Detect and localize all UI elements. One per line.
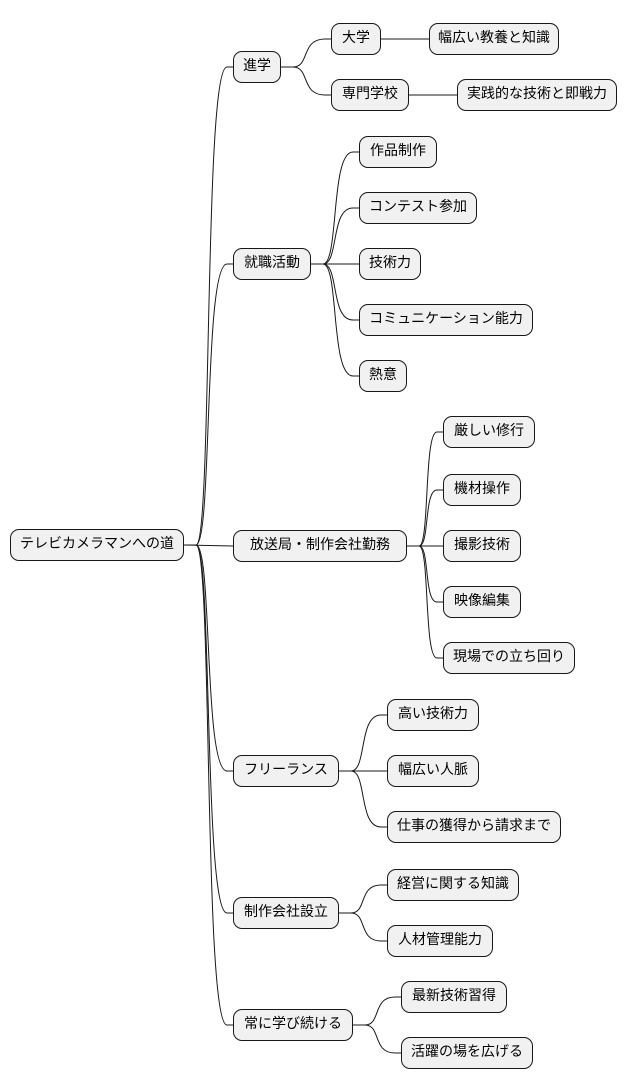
edge-manabi-manabi-2 bbox=[353, 1024, 401, 1054]
edge-hoso-hoso-5 bbox=[407, 545, 443, 659]
edge-shingaku-senmon bbox=[281, 66, 331, 96]
node-hoso-3: 撮影技術 bbox=[443, 530, 521, 562]
node-seisaku-2: 人材管理能力 bbox=[387, 925, 493, 957]
edge-free-free-3 bbox=[339, 770, 387, 828]
node-hoso-1: 厳しい修行 bbox=[443, 416, 535, 448]
edge-manabi-manabi-1 bbox=[353, 996, 401, 1026]
node-seisaku-1: 経営に関する知識 bbox=[387, 869, 519, 901]
edge-root-free bbox=[184, 544, 233, 772]
node-manabi-2: 活躍の場を広げる bbox=[401, 1037, 533, 1069]
edge-shushoku-shushoku-5 bbox=[311, 263, 359, 377]
node-hoso: 放送局・制作会社勤務 bbox=[233, 530, 407, 562]
node-hoso-5: 現場での立ち回り bbox=[443, 642, 575, 674]
node-manabi-1: 最新技術習得 bbox=[401, 981, 507, 1013]
node-shushoku-1: 作品制作 bbox=[359, 136, 437, 168]
edge-seisaku-seisaku-2 bbox=[339, 912, 387, 942]
node-daigaku-1: 幅広い教養と知識 bbox=[429, 23, 559, 55]
node-hoso-4: 映像編集 bbox=[443, 586, 521, 618]
edge-shingaku-daigaku bbox=[281, 38, 331, 68]
edge-free-free-1 bbox=[339, 714, 387, 772]
edge-shushoku-shushoku-2 bbox=[311, 207, 359, 265]
node-shingaku: 進学 bbox=[233, 51, 281, 83]
node-root: テレビカメラマンへの道 bbox=[10, 529, 184, 561]
node-shushoku-2: コンテスト参加 bbox=[359, 192, 477, 224]
edge-root-seisaku bbox=[184, 544, 233, 914]
node-free: フリーランス bbox=[233, 755, 339, 787]
edge-shushoku-shushoku-1 bbox=[311, 151, 359, 265]
node-shushoku-3: 技術力 bbox=[359, 248, 421, 280]
node-senmon-1: 実践的な技術と即戦力 bbox=[457, 79, 617, 111]
node-free-1: 高い技術力 bbox=[387, 699, 479, 731]
node-free-3: 仕事の獲得から請求まで bbox=[387, 811, 561, 843]
node-free-2: 幅広い人脈 bbox=[387, 755, 479, 787]
edge-root-shingaku bbox=[184, 66, 233, 546]
node-senmon: 専門学校 bbox=[331, 79, 409, 111]
node-shushoku-5: 熱意 bbox=[359, 360, 407, 392]
node-manabi: 常に学び続ける bbox=[233, 1009, 353, 1041]
node-seisaku: 制作会社設立 bbox=[233, 897, 339, 929]
edge-hoso-hoso-1 bbox=[407, 431, 443, 547]
edge-root-manabi bbox=[184, 544, 233, 1026]
node-shushoku: 就職活動 bbox=[233, 248, 311, 280]
node-daigaku: 大学 bbox=[331, 23, 381, 55]
edge-root-shushoku bbox=[184, 263, 233, 546]
node-hoso-2: 機材操作 bbox=[443, 474, 521, 506]
node-shushoku-4: コミュニケーション能力 bbox=[359, 304, 533, 336]
edge-seisaku-seisaku-1 bbox=[339, 884, 387, 914]
